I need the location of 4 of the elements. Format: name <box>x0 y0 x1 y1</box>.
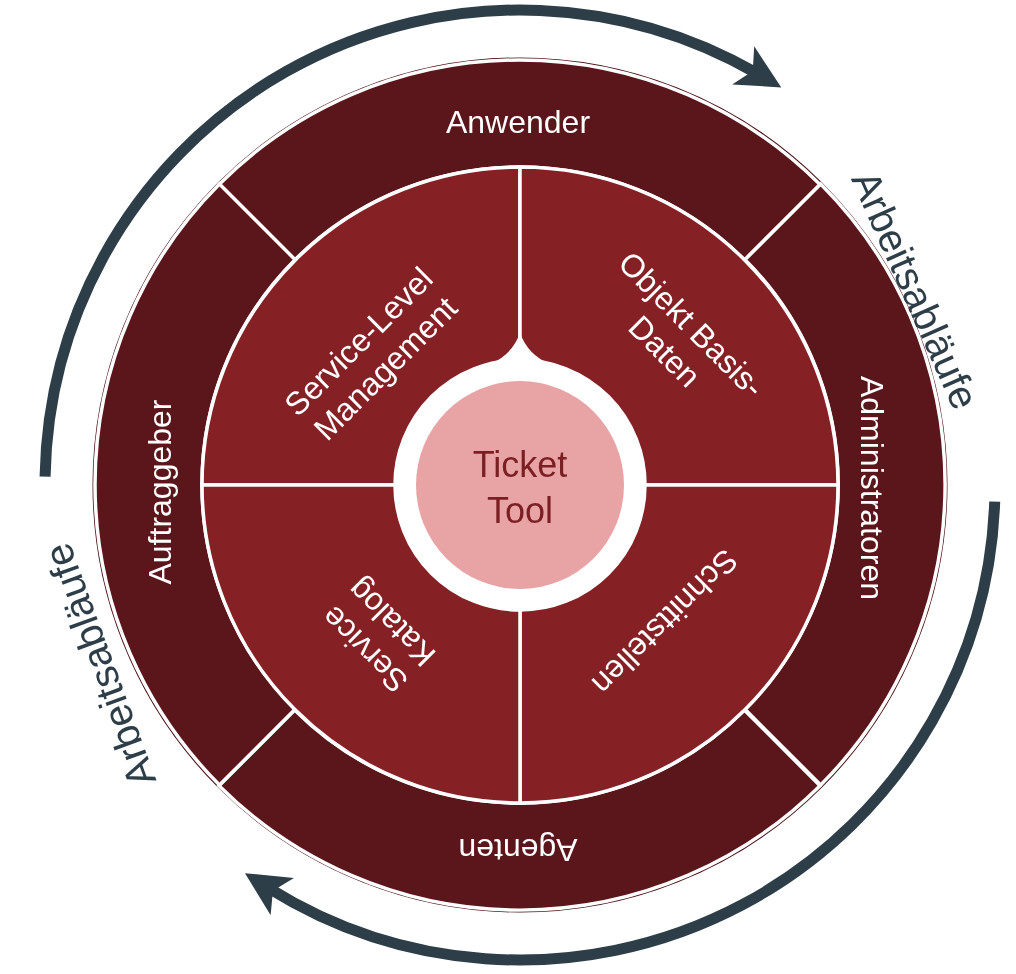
outer-ring-segment <box>219 709 821 910</box>
segment-label: Anwender <box>444 103 592 141</box>
segment-label: Ticket Tool <box>471 443 569 533</box>
segment-label: Agenten <box>457 831 579 869</box>
